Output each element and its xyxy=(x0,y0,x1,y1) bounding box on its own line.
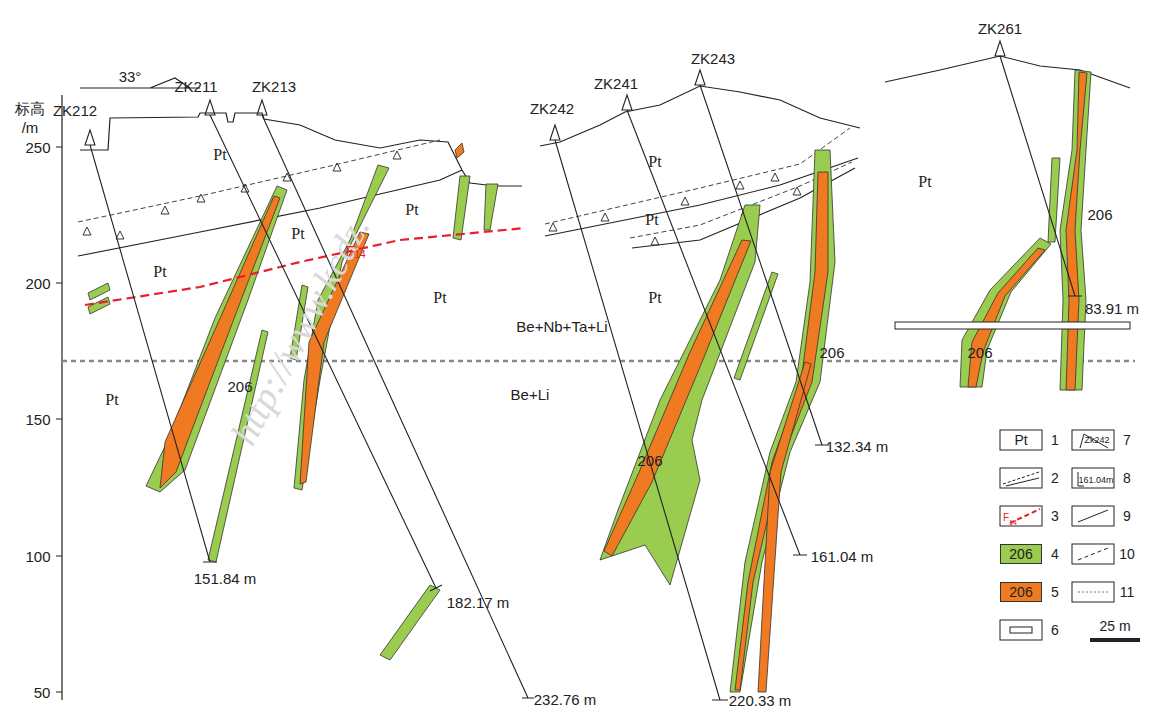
legend-sample-text: 14 xyxy=(1009,519,1017,526)
rock-unit: Pt xyxy=(153,264,166,280)
legend-number: 1 xyxy=(1051,433,1059,447)
hole-name: ZK213 xyxy=(252,79,296,94)
legend-sample-text: Pt xyxy=(1014,433,1027,447)
legend-number: 4 xyxy=(1051,547,1059,561)
vein-number: 206 xyxy=(1087,207,1112,222)
depth-label: 220.33 m xyxy=(729,693,792,708)
legend-number: 3 xyxy=(1051,509,1059,523)
fault-name: F xyxy=(345,243,354,258)
rock-unit: Pt xyxy=(213,147,226,163)
hole-name: ZK242 xyxy=(530,101,574,116)
hole-name: ZK261 xyxy=(978,21,1022,36)
tick-value: 150 xyxy=(25,412,50,427)
legend-number: 9 xyxy=(1123,509,1131,523)
depth-label: 132.34 m xyxy=(826,439,889,454)
hole-name: ZK241 xyxy=(594,76,638,91)
vein-number: 206 xyxy=(967,345,992,360)
rock-unit: Pt xyxy=(433,290,446,306)
hole-name: ZK211 xyxy=(174,79,217,94)
depth-label: 83.91 m xyxy=(1085,301,1139,316)
zone-label: Be+Nb+Ta+Li xyxy=(516,319,607,334)
legend-number: 6 xyxy=(1051,623,1059,637)
hole-name: ZK243 xyxy=(691,51,735,66)
legend-sample-text: 206 xyxy=(1009,547,1032,561)
depth-label: 232.76 m xyxy=(534,692,597,707)
legend-sample-text: 206 xyxy=(1009,585,1032,599)
tick-value: 200 xyxy=(25,276,50,291)
scale-label: 25 m xyxy=(1099,619,1130,633)
depth-label: 182.17 m xyxy=(447,595,510,610)
legend-number: 2 xyxy=(1051,471,1059,485)
vein-number: 206 xyxy=(637,453,662,468)
legend-sample-text: Zk242 xyxy=(1084,436,1109,445)
depth-label: 151.84 m xyxy=(194,571,257,586)
rock-unit: Pt xyxy=(918,174,931,190)
hole-name: ZK212 xyxy=(53,103,97,118)
legend-number: 10 xyxy=(1119,547,1135,561)
zone-label: Be+Li xyxy=(511,387,550,402)
vein-number: 206 xyxy=(819,345,844,360)
rock-unit: Pt xyxy=(648,290,661,306)
legend-sample-text: 161.04m xyxy=(1078,476,1113,485)
depth-label: 161.04 m xyxy=(811,549,874,564)
orientation: 33° xyxy=(119,69,142,84)
legend-number: 7 xyxy=(1123,433,1131,447)
rock-unit: Pt xyxy=(105,392,118,408)
rock-unit: Pt xyxy=(648,154,661,170)
tick-value: 50 xyxy=(34,685,51,700)
fault-index: 14 xyxy=(354,250,365,260)
rock-unit: Pt xyxy=(291,226,304,242)
rock-unit: Pt xyxy=(405,202,418,218)
tick-value: 250 xyxy=(25,140,50,155)
vein-number: 206 xyxy=(227,379,252,394)
legend-number: 8 xyxy=(1123,471,1131,485)
rock-unit: Pt xyxy=(645,212,658,228)
legend-sample-text: F xyxy=(1003,513,1009,523)
tick-value: 100 xyxy=(25,549,50,564)
axis-title: 标高 xyxy=(15,101,45,116)
legend-number: 11 xyxy=(1120,585,1135,599)
legend-number: 5 xyxy=(1051,585,1059,599)
axis-unit: /m xyxy=(22,120,39,135)
